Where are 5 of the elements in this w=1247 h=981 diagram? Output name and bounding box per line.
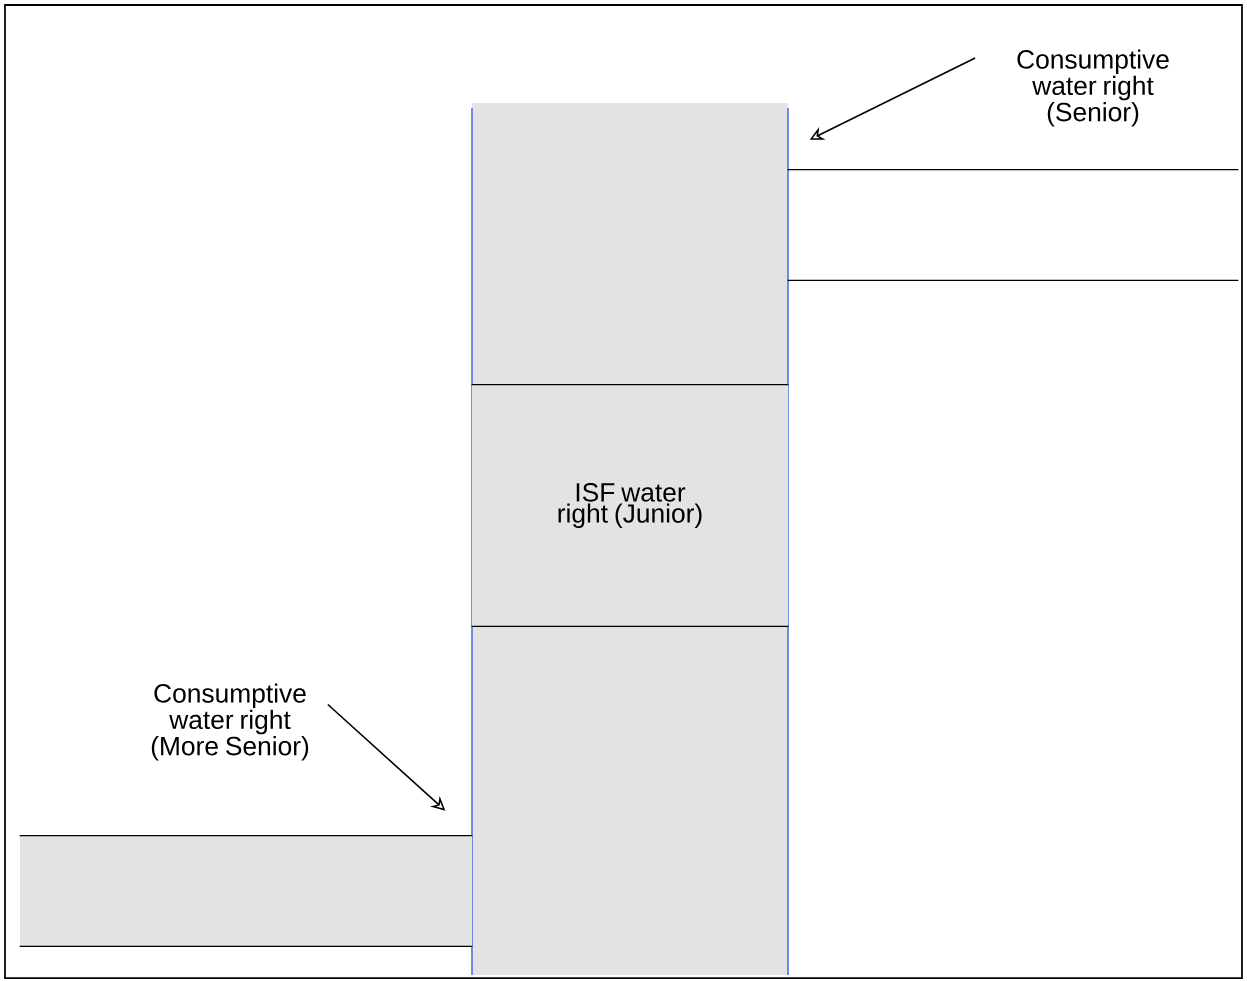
callout-text: Consumptive water right (Senior): [1017, 49, 1169, 127]
callout-text: Consumptive water right (More Senior): [151, 683, 309, 761]
channel: [786, 168, 1240, 282]
channel: [18, 834, 474, 948]
band: ISF water right (Junior): [470, 383, 790, 628]
